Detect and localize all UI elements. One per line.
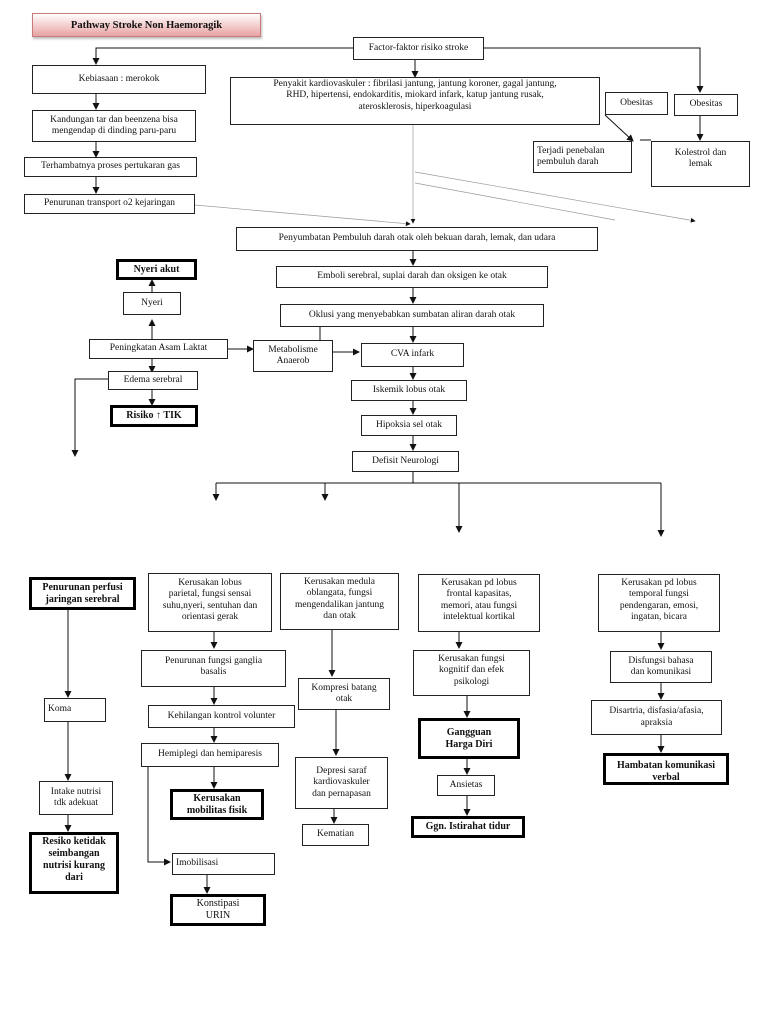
- constipation-box: Konstipasi URIN: [170, 894, 266, 926]
- brainstem-compression-box: Kompresi batang otak: [298, 678, 390, 710]
- mobility-box: Kerusakan mobilitas fisik: [170, 789, 264, 820]
- frontal-damage-box: Kerusakan pd lobus frontal kapasitas, me…: [418, 574, 540, 632]
- cerebral-perfusion-box: Penurunan perfusi jaringan serebral: [29, 577, 136, 610]
- cognitive-damage-box: Kerusakan fungsi kognitif dan efek psiko…: [413, 650, 530, 696]
- ischemia-box: Iskemik lobus otak: [351, 380, 467, 401]
- obesity-box-1: Obesitas: [605, 92, 668, 115]
- lactate-box: Peningkatan Asam Laktat: [89, 339, 228, 359]
- cardio-disease-box: Penyakit kardiovaskuler : fibrilasi jant…: [230, 77, 600, 125]
- voluntary-control-box: Kehilangan kontrol volunter: [148, 705, 295, 728]
- hemiplegia-box: Hemiplegi dan hemiparesis: [141, 743, 279, 767]
- anaerobic-box: Metabolisme Anaerob: [253, 340, 333, 372]
- obesity-box-2: Obesitas: [674, 94, 738, 116]
- blockage-box: Penyumbatan Pembuluh darah otak oleh bek…: [236, 227, 598, 251]
- cerebral-edema-box: Edema serebral: [108, 371, 198, 390]
- verbal-communication-box: Hambatan komunikasi verbal: [603, 753, 729, 785]
- hypoxia-box: Hipoksia sel otak: [361, 415, 457, 436]
- emboli-box: Emboli serebral, suplai darah dan oksige…: [276, 266, 548, 288]
- medulla-damage-box: Kerusakan medula oblangata, fungsi menge…: [280, 573, 399, 630]
- o2-transport-box: Penurunan transport o2 kejaringan: [24, 194, 195, 214]
- gas-exchange-box: Terhambatnya proses pertukaran gas: [24, 157, 197, 177]
- vessel-thickening-box: Terjadi penebalan pembuluh darah: [533, 141, 632, 173]
- coma-box: Koma: [44, 698, 106, 722]
- risk-factors-box: Factor-faktor risiko stroke: [353, 37, 484, 60]
- tar-benzene-box: Kandungan tar dan beenzena bisa mengenda…: [32, 110, 196, 142]
- nutrition-intake-box: Intake nutrisi tdk adekuat: [39, 781, 113, 815]
- acute-pain-box: Nyeri akut: [116, 259, 197, 280]
- cva-box: CVA infark: [361, 343, 464, 367]
- temporal-damage-box: Kerusakan pd lobus temporal fungsi pende…: [598, 574, 720, 632]
- immobilization-box: Imobilisasi: [172, 853, 275, 875]
- smoking-habit-box: Kebiasaan : merokok: [32, 65, 206, 94]
- nutrition-risk-box: Resiko ketidak seimbangan nutrisi kurang…: [29, 832, 119, 894]
- anxiety-box: Ansietas: [437, 775, 495, 796]
- dysarthria-box: Disartria, disfasia/afasia, apraksia: [591, 700, 722, 735]
- basal-ganglia-box: Penurunan fungsi ganglia basalis: [141, 650, 286, 687]
- page-title: Pathway Stroke Non Haemoragik: [32, 13, 261, 37]
- nerve-depression-box: Depresi saraf kardiovaskuler dan pernapa…: [295, 757, 388, 809]
- cholesterol-box: Kolestrol dan lemak: [651, 141, 750, 187]
- death-box: Kematian: [302, 824, 369, 846]
- icp-risk-box: Risiko ↑ TIK: [110, 405, 198, 427]
- sleep-disturbance-box: Ggn. Istirahat tidur: [411, 816, 525, 838]
- neuro-deficit-box: Defisit Neurologi: [352, 451, 459, 472]
- language-dysfunction-box: Disfungsi bahasa dan komunikasi: [610, 651, 712, 683]
- pain-box: Nyeri: [123, 292, 181, 315]
- self-esteem-box: Gangguan Harga Diri: [418, 718, 520, 759]
- occlusion-box: Oklusi yang menyebabkan sumbatan aliran …: [280, 304, 544, 327]
- parietal-damage-box: Kerusakan lobus parietal, fungsi sensai …: [148, 573, 272, 632]
